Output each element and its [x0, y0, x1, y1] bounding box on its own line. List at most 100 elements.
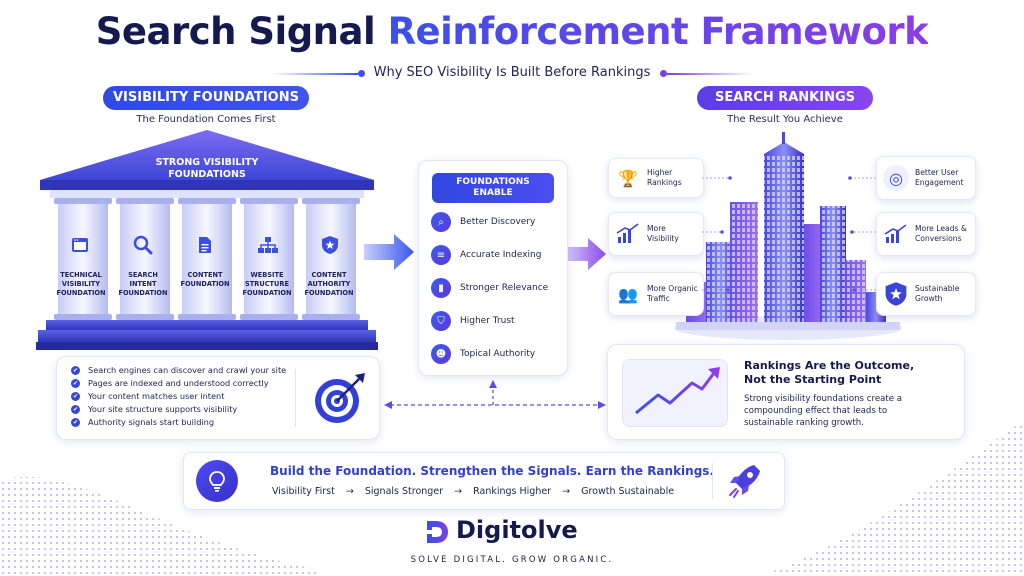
result-right-1-line-1: Better User	[915, 168, 959, 177]
enable-label-5: Topical Authority	[460, 349, 536, 359]
enable-label-1: Better Discovery	[460, 217, 536, 227]
title-part-2: Reinforcement Framework	[387, 10, 929, 53]
arrow-right-1	[364, 234, 414, 270]
trophy-icon: 🏆	[618, 168, 638, 188]
document-icon	[199, 237, 211, 253]
heading-line-2: ENABLE	[473, 188, 513, 198]
pillar-3-line-1: CONTENT	[187, 271, 223, 279]
pillar-2-line-2: INTENT	[129, 280, 157, 288]
foundations-enable-card: FOUNDATIONS ENABLE ⌕ Better Discovery ≡ Ac…	[418, 160, 568, 376]
lightbulb-icon	[209, 471, 225, 492]
banner-divider	[712, 463, 713, 499]
banner-headline: Build the Foundation. Strengthen the Sig…	[270, 464, 714, 478]
visibility-foundations-caption: The Foundation Comes First	[136, 114, 276, 125]
result-left-1-line-2: Rankings	[647, 178, 682, 187]
checklist-text-3: Your content matches user intent	[88, 391, 225, 401]
browser-icon	[72, 238, 88, 252]
bottom-banner: Build the Foundation. Strengthen the Sig…	[183, 452, 785, 510]
result-left-3-line-1: More Organic	[647, 284, 698, 293]
subtitle-dot-left	[358, 70, 365, 77]
visibility-foundations-pill: VISIBILITY FOUNDATIONS	[103, 86, 309, 110]
pillar-5-line-2: AUTHORITY	[307, 280, 351, 288]
result-right-3-line-1: Sustainable	[915, 284, 960, 293]
flow-arrow-3: →	[562, 486, 571, 497]
shield-star-icon	[322, 236, 338, 254]
flow-step-1: Visibility First	[272, 486, 335, 497]
subtitle-dot-right	[660, 70, 667, 77]
database-icon: ≡	[431, 245, 451, 265]
pillar-1-line-2: VISIBILITY	[61, 280, 101, 288]
flow-step-3: Rankings Higher	[473, 486, 552, 497]
brand-tagline: SOLVE DIGITAL. GROW ORGANIC.	[410, 555, 614, 565]
checklist-item: ✔Pages are indexed and understood correc…	[71, 378, 269, 388]
flow-arrow-2: →	[454, 486, 463, 497]
arrow-right-2	[562, 238, 606, 270]
pillar-1-line-1: TECHNICAL	[60, 271, 102, 279]
uptrend-chart-icon	[635, 367, 720, 415]
enable-item-relevance: ▮ Stronger Relevance	[431, 278, 548, 298]
outcome-body: Strong visibility foundations create a c…	[744, 393, 902, 429]
result-card-leads-conversions: More Leads &Conversions	[876, 212, 976, 256]
title-part-1: Search Signal	[95, 10, 376, 53]
target-icon: ◎	[883, 165, 909, 191]
flow-arrow-1: →	[345, 486, 354, 497]
temple-roof-label: STRONG VISIBILITY FOUNDATIONS	[139, 157, 275, 181]
brand-name: Digitolve	[456, 516, 578, 544]
pillar-5-line-1: CONTENT	[311, 271, 347, 279]
pillar-website-structure: WEBSITE STRUCTURE FOUNDATION	[235, 271, 299, 298]
sitemap-icon	[258, 237, 278, 253]
subtitle-line-left	[272, 73, 358, 75]
roof-label-line-2: FOUNDATIONS	[168, 169, 246, 180]
subtitle-line-right	[667, 73, 753, 75]
flow-step-4: Growth Sustainable	[581, 486, 675, 497]
people-icon: ☻	[431, 344, 451, 364]
bar-chart-icon: ▮	[431, 278, 451, 298]
lightbulb-badge	[196, 460, 238, 502]
check-icon: ✔	[71, 417, 80, 427]
result-left-2-line-1: More	[647, 224, 666, 233]
result-right-2-line-2: Conversions	[915, 234, 962, 243]
enable-item-authority: ☻ Topical Authority	[431, 344, 535, 364]
roof-label-line-1: STRONG VISIBILITY	[155, 157, 259, 168]
dashed-connector	[384, 380, 606, 409]
dotted-wave-right	[760, 420, 1024, 576]
enable-item-discovery: ⌕ Better Discovery	[431, 212, 535, 232]
enable-item-indexing: ≡ Accurate Indexing	[431, 245, 541, 265]
result-left-1-line-1: Higher	[647, 168, 673, 177]
enable-label-2: Accurate Indexing	[460, 250, 542, 260]
target-arrow-icon	[315, 373, 365, 423]
checklist-text-5: Authority signals start building	[88, 417, 215, 427]
pillar-2-line-1: SEARCH	[128, 271, 158, 279]
search-icon: ⌕	[431, 212, 451, 232]
pillar-content-authority: CONTENT AUTHORITY FOUNDATION	[297, 271, 361, 298]
dotted-wave-left	[0, 476, 320, 576]
pillar-4-line-2: STRUCTURE	[245, 280, 289, 288]
pillar-2-line-3: FOUNDATION	[118, 289, 168, 297]
result-left-3-line-2: Traffic	[647, 294, 670, 303]
outcome-body-line-3: sustainable ranking growth.	[744, 418, 864, 428]
pillar-5-line-3: FOUNDATION	[304, 289, 354, 297]
checklist-item: ✔ Authority signals start building	[71, 417, 214, 427]
outcome-heading-line-1: Rankings Are the Outcome,	[744, 359, 915, 372]
magnifier-icon	[133, 235, 153, 255]
foundations-enable-heading: FOUNDATIONS ENABLE	[432, 173, 554, 203]
check-icon: ✔	[71, 404, 80, 414]
pillar-4-line-3: FOUNDATION	[242, 289, 292, 297]
pillar-search-intent: SEARCH INTENT FOUNDATION	[111, 271, 175, 298]
checklist-text-1: Search engines can discover and crawl yo…	[88, 365, 287, 375]
trend-icon	[884, 224, 907, 243]
shield-star-icon	[885, 282, 907, 306]
search-rankings-caption: The Result You Achieve	[727, 114, 843, 125]
banner-flow: Visibility First → Signals Stronger → Ra…	[272, 486, 674, 497]
page-title: Search Signal Reinforcement Framework	[0, 10, 1024, 53]
temple-illustration	[36, 130, 378, 350]
heading-line-1: FOUNDATIONS	[456, 177, 530, 187]
outcome-card: Rankings Are the Outcome, Not the Starti…	[607, 344, 965, 440]
pillar-technical-visibility: TECHNICAL VISIBILITY FOUNDATION	[49, 271, 113, 298]
result-left-2-line-2: Visibility	[647, 234, 679, 243]
enable-label-3: Stronger Relevance	[460, 283, 549, 293]
check-icon: ✔	[71, 391, 80, 401]
